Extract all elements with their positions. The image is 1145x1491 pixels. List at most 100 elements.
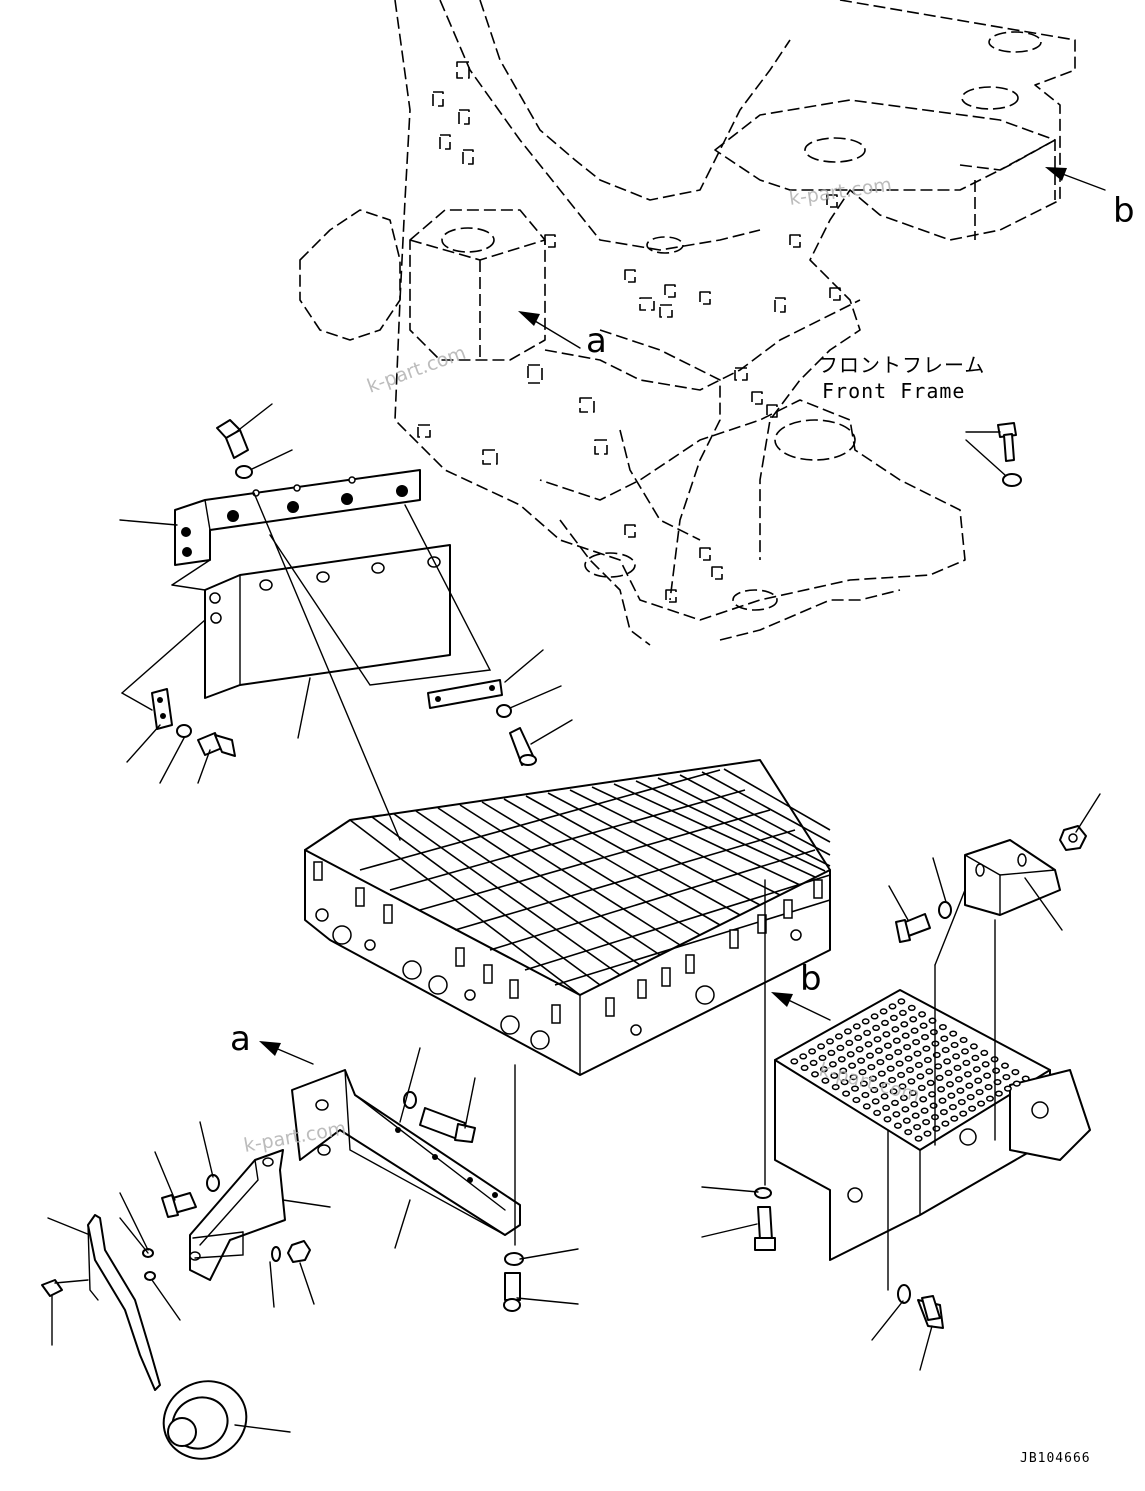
perforation-hole: [972, 1066, 981, 1073]
perforation-hole: [817, 1043, 826, 1050]
perforation-hole: [874, 1047, 883, 1054]
arrow-a-top: [518, 311, 581, 349]
hand-rail: [87, 1214, 161, 1391]
perforation-hole: [885, 1053, 894, 1061]
perforation-hole: [872, 1024, 881, 1032]
clip: [41, 1279, 63, 1297]
perforation-hole: [866, 1052, 874, 1059]
connector-lines: [54, 492, 996, 1291]
perforation-hole: [857, 1057, 866, 1064]
perforation-hole: [950, 1115, 959, 1122]
perforation-hole: [908, 1089, 917, 1097]
perforation-hole: [839, 1067, 848, 1074]
perforation-hole: [949, 1030, 958, 1037]
perforation-hole: [873, 1109, 882, 1117]
perforation-hole: [994, 1090, 1003, 1097]
perforation-hole: [920, 1107, 929, 1114]
perforation-hole: [899, 1094, 908, 1102]
perforation-hole: [913, 1050, 922, 1057]
perforation-hole: [897, 998, 906, 1005]
perforation-hole: [939, 1108, 948, 1116]
perforation-hole: [882, 1104, 891, 1112]
washer-right-top: [1002, 473, 1022, 487]
perforation-hole: [984, 1083, 993, 1091]
perforation-hole: [1021, 1075, 1030, 1082]
perforation-hole: [837, 1056, 846, 1063]
perforation-hole: [910, 1027, 919, 1034]
perforation-hole: [910, 1101, 919, 1108]
perforation-hole: [843, 1028, 852, 1035]
perforation-hole: [799, 1053, 808, 1060]
perforation-hole: [903, 1043, 912, 1051]
perforation-hole: [845, 1039, 854, 1047]
perforation-hole: [975, 1088, 984, 1096]
perforation-hole: [959, 1110, 968, 1117]
perforation-hole: [959, 1036, 968, 1044]
perforation-hole: [923, 1056, 932, 1064]
perforation-hole: [877, 1070, 886, 1077]
perforation-hole: [809, 1059, 818, 1067]
bolt-right-top: [997, 422, 1017, 462]
perforation-hole: [846, 1051, 855, 1058]
frame-label-english: Front Frame: [822, 379, 965, 403]
perforation-hole: [938, 1097, 947, 1104]
perforation-hole: [925, 1068, 934, 1075]
perforation-hole: [818, 1054, 827, 1062]
perforation-hole: [821, 1077, 830, 1084]
perforation-hole: [913, 1123, 922, 1131]
nut-small: [287, 1240, 311, 1263]
lock-washer-2: [144, 1271, 156, 1281]
grating-clamps: [315, 908, 802, 1050]
perforation-hole: [851, 1085, 859, 1092]
perforation-hole: [863, 1029, 872, 1037]
perforation-hole: [883, 1116, 892, 1123]
nut-right: [1059, 825, 1087, 851]
perforation-hole: [1011, 1068, 1020, 1076]
perforation-hole: [827, 1049, 836, 1057]
perforation-hole: [977, 1100, 986, 1107]
perforation-hole: [919, 1022, 928, 1029]
perforation-hole: [956, 1087, 965, 1094]
arrow-b-top: [1045, 167, 1106, 191]
perforation-hole: [963, 1071, 972, 1078]
washer-top: [235, 465, 253, 479]
perforation-hole: [902, 1117, 911, 1124]
perforation-hole: [892, 1037, 901, 1044]
perforation-hole: [919, 1096, 928, 1103]
perforation-hole: [879, 1081, 888, 1089]
perforation-hole: [891, 1026, 900, 1033]
perforation-hole: [946, 1081, 954, 1088]
perforation-hole: [948, 1103, 957, 1111]
watermark-2: k-part.com: [364, 342, 469, 398]
perforation-hole: [867, 1063, 876, 1071]
perforation-hole: [790, 1058, 799, 1065]
perforation-hole: [898, 1083, 907, 1090]
perforation-hole: [954, 1076, 963, 1083]
bolt-arm-bottom: [503, 1272, 521, 1312]
perforation-hole: [880, 1093, 889, 1100]
perforation-hole: [922, 1118, 931, 1126]
perforation-hole: [929, 1102, 938, 1109]
perforation-hole: [904, 1055, 913, 1062]
perforation-hole: [904, 1128, 913, 1136]
perforation-hole: [849, 1073, 858, 1081]
step-bracket: [189, 1149, 286, 1281]
label-a-bottom: a: [230, 1019, 251, 1059]
washer-left: [176, 724, 192, 738]
perforation-hole: [889, 1088, 898, 1095]
perforation-hole: [883, 1042, 892, 1049]
perforation-hole: [870, 1013, 879, 1020]
perforation-hole: [870, 1086, 879, 1094]
perforation-hole: [907, 1004, 916, 1012]
perforation-hole: [1001, 1062, 1009, 1069]
bolt-arm: [419, 1107, 476, 1143]
perforation-hole: [840, 1078, 849, 1086]
perforation-hole: [974, 1077, 983, 1084]
perforation-hole: [882, 1031, 891, 1038]
perforation-hole: [855, 1046, 864, 1053]
perforation-hole: [876, 1058, 885, 1066]
perforation-hole: [922, 1045, 931, 1052]
perforation-hole: [953, 1064, 962, 1072]
perforation-hole: [830, 1072, 839, 1079]
